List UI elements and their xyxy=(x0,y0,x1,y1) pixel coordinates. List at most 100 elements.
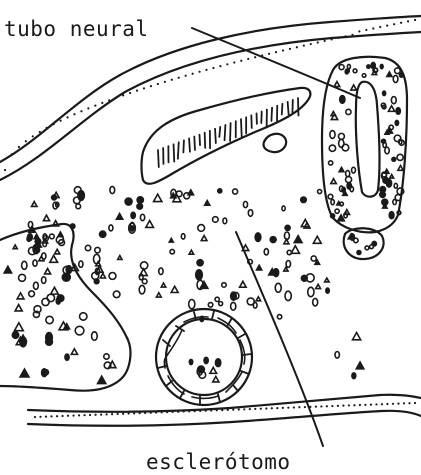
cell-mark xyxy=(42,298,49,305)
cell-mark xyxy=(205,201,210,206)
cell-mark xyxy=(395,120,398,125)
membrane-dot xyxy=(414,402,416,404)
cell-mark xyxy=(131,212,135,218)
membrane-dot xyxy=(185,75,187,77)
membrane-dot xyxy=(80,110,82,112)
cell-mark xyxy=(326,288,329,293)
hatch-stroke xyxy=(288,102,289,115)
membrane-dot xyxy=(358,30,360,32)
membrane-dot xyxy=(139,412,141,414)
hatch-stroke xyxy=(174,144,175,161)
membrane-dot xyxy=(216,409,218,411)
membrane-dot xyxy=(331,38,333,40)
membrane-dot xyxy=(164,81,166,83)
cell-mark xyxy=(247,298,254,305)
hatch-stroke xyxy=(178,142,179,158)
membrane-dot xyxy=(157,83,159,85)
membrane-dot xyxy=(282,49,284,51)
cell-mark xyxy=(210,367,217,373)
cell-mark xyxy=(32,202,37,207)
membrane-dot xyxy=(25,140,27,142)
membrane-dot xyxy=(199,410,201,412)
membrane-dot xyxy=(205,69,207,71)
cell-mark xyxy=(51,287,59,294)
cell-mark xyxy=(41,277,45,284)
cell-mark xyxy=(146,221,154,228)
dermomyotome-knob xyxy=(263,134,286,152)
cell-mark xyxy=(396,108,400,114)
cell-mark xyxy=(328,194,333,199)
membrane-dot xyxy=(331,405,333,407)
cell-mark xyxy=(141,262,148,269)
cell-mark xyxy=(346,109,351,114)
membrane-dot xyxy=(67,415,69,417)
membrane-dot xyxy=(403,402,405,404)
membrane-dot xyxy=(210,409,212,411)
cell-mark xyxy=(66,266,71,274)
cell-mark xyxy=(346,177,352,183)
membrane-dot xyxy=(400,22,402,24)
cell-mark xyxy=(385,147,389,154)
cell-mark xyxy=(342,144,349,151)
cell-mark xyxy=(70,224,74,228)
membrane-dot xyxy=(111,413,113,415)
cell-mark xyxy=(313,298,318,306)
cell-mark xyxy=(76,204,81,209)
cell-mark xyxy=(189,250,194,254)
cell-mark xyxy=(387,72,392,77)
cell-mark xyxy=(256,297,261,301)
cell-mark xyxy=(71,349,77,355)
membrane-dot xyxy=(122,94,124,96)
membrane-dot xyxy=(87,107,89,109)
membrane-dot xyxy=(100,413,102,415)
cell-mark xyxy=(352,167,356,173)
cell-mark xyxy=(208,303,213,308)
membrane-dot xyxy=(105,413,107,415)
cell-mark xyxy=(45,269,51,274)
cell-mark xyxy=(14,323,23,331)
membrane-dot xyxy=(353,404,355,406)
hatch-stroke xyxy=(225,125,226,140)
hatch-stroke xyxy=(205,133,206,148)
cell-mark xyxy=(286,261,290,268)
membrane-dot xyxy=(407,20,409,22)
cell-mark xyxy=(330,131,335,139)
dermomyotome-hatching xyxy=(158,98,298,167)
membrane-dot xyxy=(289,48,291,50)
cell-mark xyxy=(20,369,29,377)
cell-mark xyxy=(204,357,208,363)
cell-mark xyxy=(201,236,207,241)
cell-mark xyxy=(118,256,122,260)
cell-mark xyxy=(339,167,344,171)
membrane-dot xyxy=(101,102,103,104)
membrane-dot xyxy=(150,85,152,87)
cell-mark xyxy=(95,247,100,252)
cell-mark xyxy=(382,172,387,177)
cell-mark xyxy=(334,82,340,87)
cell-mark xyxy=(380,187,386,193)
cell-mark xyxy=(75,326,84,335)
membrane-dot xyxy=(59,120,61,122)
cell-mark xyxy=(248,210,252,217)
membrane-dot xyxy=(359,404,361,406)
membrane-dot xyxy=(89,414,91,416)
cell-mark xyxy=(389,212,394,219)
cell-mark xyxy=(331,200,334,205)
membrane-dot xyxy=(370,404,372,406)
cell-mark xyxy=(113,291,120,298)
cell-mark xyxy=(137,197,143,203)
membrane-dot xyxy=(375,403,377,405)
hatch-stroke xyxy=(189,138,190,151)
cell-mark xyxy=(79,261,83,267)
membrane-dot xyxy=(337,37,339,39)
cell-mark xyxy=(110,186,115,193)
cell-mark xyxy=(181,234,185,239)
cell-mark xyxy=(383,142,386,147)
cell-mark xyxy=(52,195,57,200)
hatch-stroke xyxy=(183,140,184,152)
membrane-dot xyxy=(32,135,34,137)
membrane-dot xyxy=(271,407,273,409)
cell-mark xyxy=(43,215,49,221)
membrane-dot xyxy=(143,87,145,89)
cell-mark xyxy=(240,281,247,287)
